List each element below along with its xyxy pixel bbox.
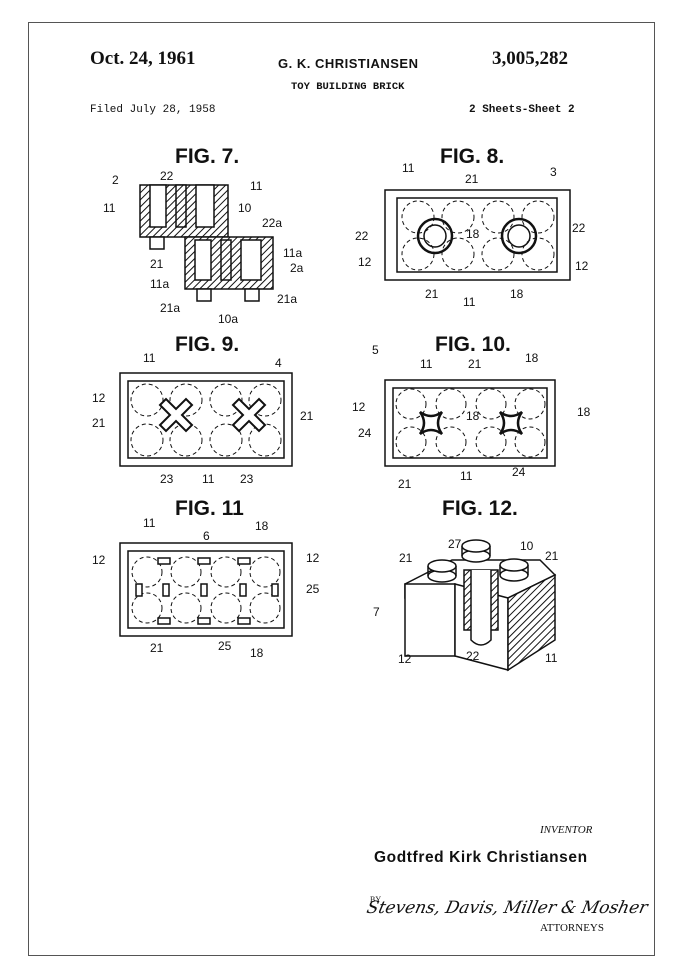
fig10-label: FIG. 10. [435, 333, 511, 356]
callout: 21 [425, 287, 439, 301]
patent-title: TOY BUILDING BRICK [291, 81, 405, 93]
callout: 11 [103, 201, 116, 215]
callout: 11 [463, 295, 476, 309]
callout: 11 [143, 516, 156, 530]
sheet-number: 2 Sheets-Sheet 2 [469, 104, 575, 116]
callout: 11 [202, 472, 215, 486]
callout: 11 [402, 161, 415, 175]
callout: 18 [466, 227, 480, 241]
callout: 21 [150, 641, 164, 655]
callout: 21 [150, 257, 164, 271]
attorneys-label: ATTORNEYS [540, 922, 604, 934]
fig12-label: FIG. 12. [442, 497, 518, 520]
callout: 18 [577, 405, 591, 419]
figure-7: FIG. 7. 2 22 11 11 10 22a 11a 2a 21 11a … [103, 145, 304, 326]
by-label: BY [370, 895, 382, 904]
callout: 11 [545, 651, 558, 665]
fig8-label: FIG. 8. [440, 145, 504, 168]
attorneys-signature: Stevens, Davis, Miller & Mosher [364, 898, 650, 918]
patent-date: Oct. 24, 1961 [90, 48, 196, 69]
callout: 12 [398, 652, 412, 666]
figure-8: FIG. 8. 11 21 3 22 18 22 12 21 11 18 12 [355, 145, 589, 309]
callout: 12 [358, 255, 372, 269]
callout: 18 [250, 646, 264, 660]
callout: 10a [218, 312, 238, 326]
patent-number: 3,005,282 [492, 48, 568, 69]
callout: 22 [160, 169, 174, 183]
figure-10: FIG. 10. 5 11 21 18 12 18 18 24 21 11 24 [352, 333, 591, 491]
callout: 6 [203, 529, 210, 543]
callout: 11 [250, 179, 263, 193]
callout: 12 [352, 400, 366, 414]
callout: 22 [355, 229, 369, 243]
callout: 4 [275, 356, 282, 370]
callout: 21a [160, 301, 180, 315]
callout: 21 [398, 477, 412, 491]
callout: 21 [399, 551, 413, 565]
callout: 2 [112, 173, 119, 187]
callout: 22a [262, 216, 282, 230]
callout: 12 [92, 391, 106, 405]
callout: 10 [238, 201, 252, 215]
fig7-label: FIG. 7. [175, 145, 239, 168]
callout: 18 [510, 287, 524, 301]
callout: 23 [240, 472, 254, 486]
callout: 27 [448, 537, 462, 551]
inventor-name: Godtfred Kirk Christiansen [374, 849, 588, 866]
callout: 22 [466, 649, 480, 663]
callout: 25 [306, 582, 320, 596]
callout: 18 [525, 351, 539, 365]
callout: 12 [92, 553, 106, 567]
callout: 7 [373, 605, 380, 619]
callout: 2a [290, 261, 304, 275]
figure-12: FIG. 12. 27 10 21 21 7 12 22 11 [373, 497, 559, 672]
callout: 11a [283, 246, 302, 260]
figure-11: FIG. 11 11 6 18 12 12 25 21 25 18 [92, 497, 320, 660]
callout: 5 [372, 343, 379, 357]
callout: 21 [468, 357, 482, 371]
inventor-label: INVENTOR [540, 824, 593, 836]
callout: 25 [218, 639, 232, 653]
callout: 18 [255, 519, 269, 533]
callout: 21 [300, 409, 314, 423]
callout: 24 [512, 465, 526, 479]
callout: 21 [545, 549, 559, 563]
callout: 23 [160, 472, 174, 486]
callout: 21a [277, 292, 297, 306]
callout: 11 [460, 469, 473, 483]
figure-9: FIG. 9. 11 4 12 21 21 23 11 23 [92, 333, 314, 486]
filed-date: Filed July 28, 1958 [90, 104, 216, 116]
fig9-label: FIG. 9. [175, 333, 239, 356]
callout: 11a [150, 277, 169, 291]
callout: 18 [466, 409, 480, 423]
callout: 21 [92, 416, 106, 430]
callout: 21 [465, 172, 479, 186]
callout: 22 [572, 221, 586, 235]
callout: 12 [306, 551, 320, 565]
callout: 12 [575, 259, 589, 273]
callout: 24 [358, 426, 372, 440]
page-border [28, 22, 655, 956]
callout: 11 [143, 351, 156, 365]
callout: 3 [550, 165, 557, 179]
callout: 11 [420, 357, 433, 371]
fig11-label: FIG. 11 [175, 497, 244, 520]
callout: 10 [520, 539, 534, 553]
inventor-short: G. K. CHRISTIANSEN [278, 56, 419, 71]
